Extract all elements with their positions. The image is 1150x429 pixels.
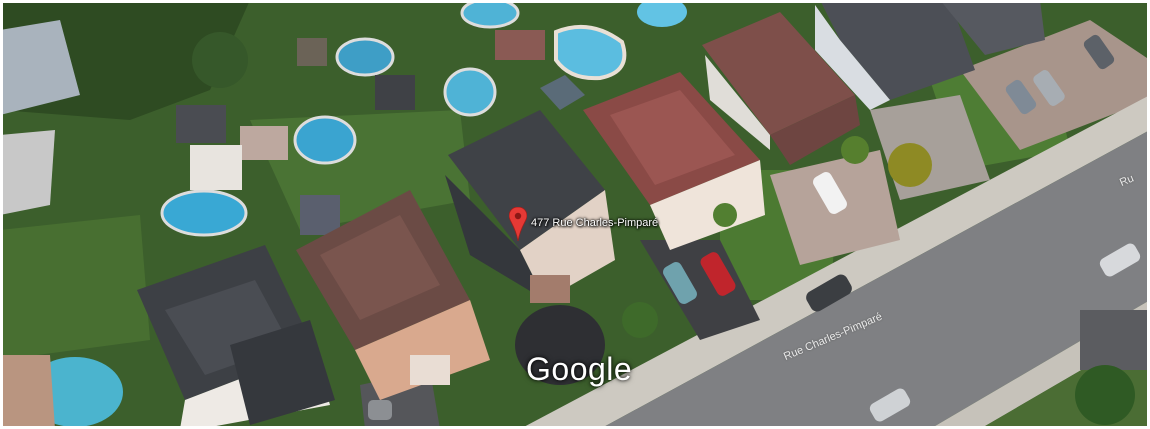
house-garage — [530, 275, 570, 303]
map-pin-icon[interactable] — [509, 207, 527, 241]
car — [663, 262, 697, 304]
shed — [176, 105, 226, 143]
house-roof — [0, 20, 80, 115]
car — [700, 252, 736, 296]
shed — [300, 195, 340, 235]
tree — [888, 143, 932, 187]
sidewalk — [520, 95, 1150, 429]
house-roof — [320, 215, 440, 320]
pool — [460, 0, 520, 29]
house-roof — [445, 175, 545, 300]
tree — [192, 32, 248, 88]
tree — [622, 302, 658, 338]
car — [1033, 70, 1065, 106]
house-roof — [770, 95, 860, 165]
house-roof — [0, 130, 55, 215]
pool — [335, 37, 395, 77]
house-roof — [702, 12, 855, 135]
pin-address-label: 477 Rue Charles-Pimparé — [531, 217, 659, 229]
house-roof — [230, 320, 335, 425]
house-wall — [650, 160, 765, 250]
shed — [240, 126, 288, 160]
tree — [1075, 365, 1135, 425]
car — [368, 400, 392, 420]
house-roof — [940, 0, 1045, 55]
pool — [293, 115, 357, 165]
house-roof — [610, 90, 735, 185]
lawn-area — [0, 215, 150, 360]
shed — [297, 38, 327, 66]
pool — [160, 189, 248, 237]
driveway — [515, 305, 605, 385]
shed — [540, 75, 585, 110]
car — [869, 388, 911, 422]
house-roof — [448, 110, 605, 250]
driveway — [1080, 310, 1150, 370]
tree — [841, 136, 869, 164]
car — [1083, 34, 1115, 70]
tree — [713, 203, 737, 227]
shed — [495, 30, 545, 60]
pool — [637, 0, 687, 27]
car — [806, 274, 852, 312]
house-wall — [520, 190, 615, 300]
road — [600, 130, 1150, 429]
house — [0, 355, 55, 429]
house-wall — [815, 5, 890, 110]
house-wall — [705, 55, 770, 150]
car — [813, 172, 847, 214]
house-garage — [410, 355, 450, 385]
pool — [554, 24, 627, 81]
shed — [190, 145, 242, 190]
google-logo: Google — [526, 351, 633, 387]
pool — [443, 67, 497, 117]
shed — [375, 75, 415, 110]
car — [1005, 79, 1037, 115]
house-wall — [355, 300, 490, 400]
car — [1099, 243, 1141, 277]
house-roof — [820, 0, 975, 100]
